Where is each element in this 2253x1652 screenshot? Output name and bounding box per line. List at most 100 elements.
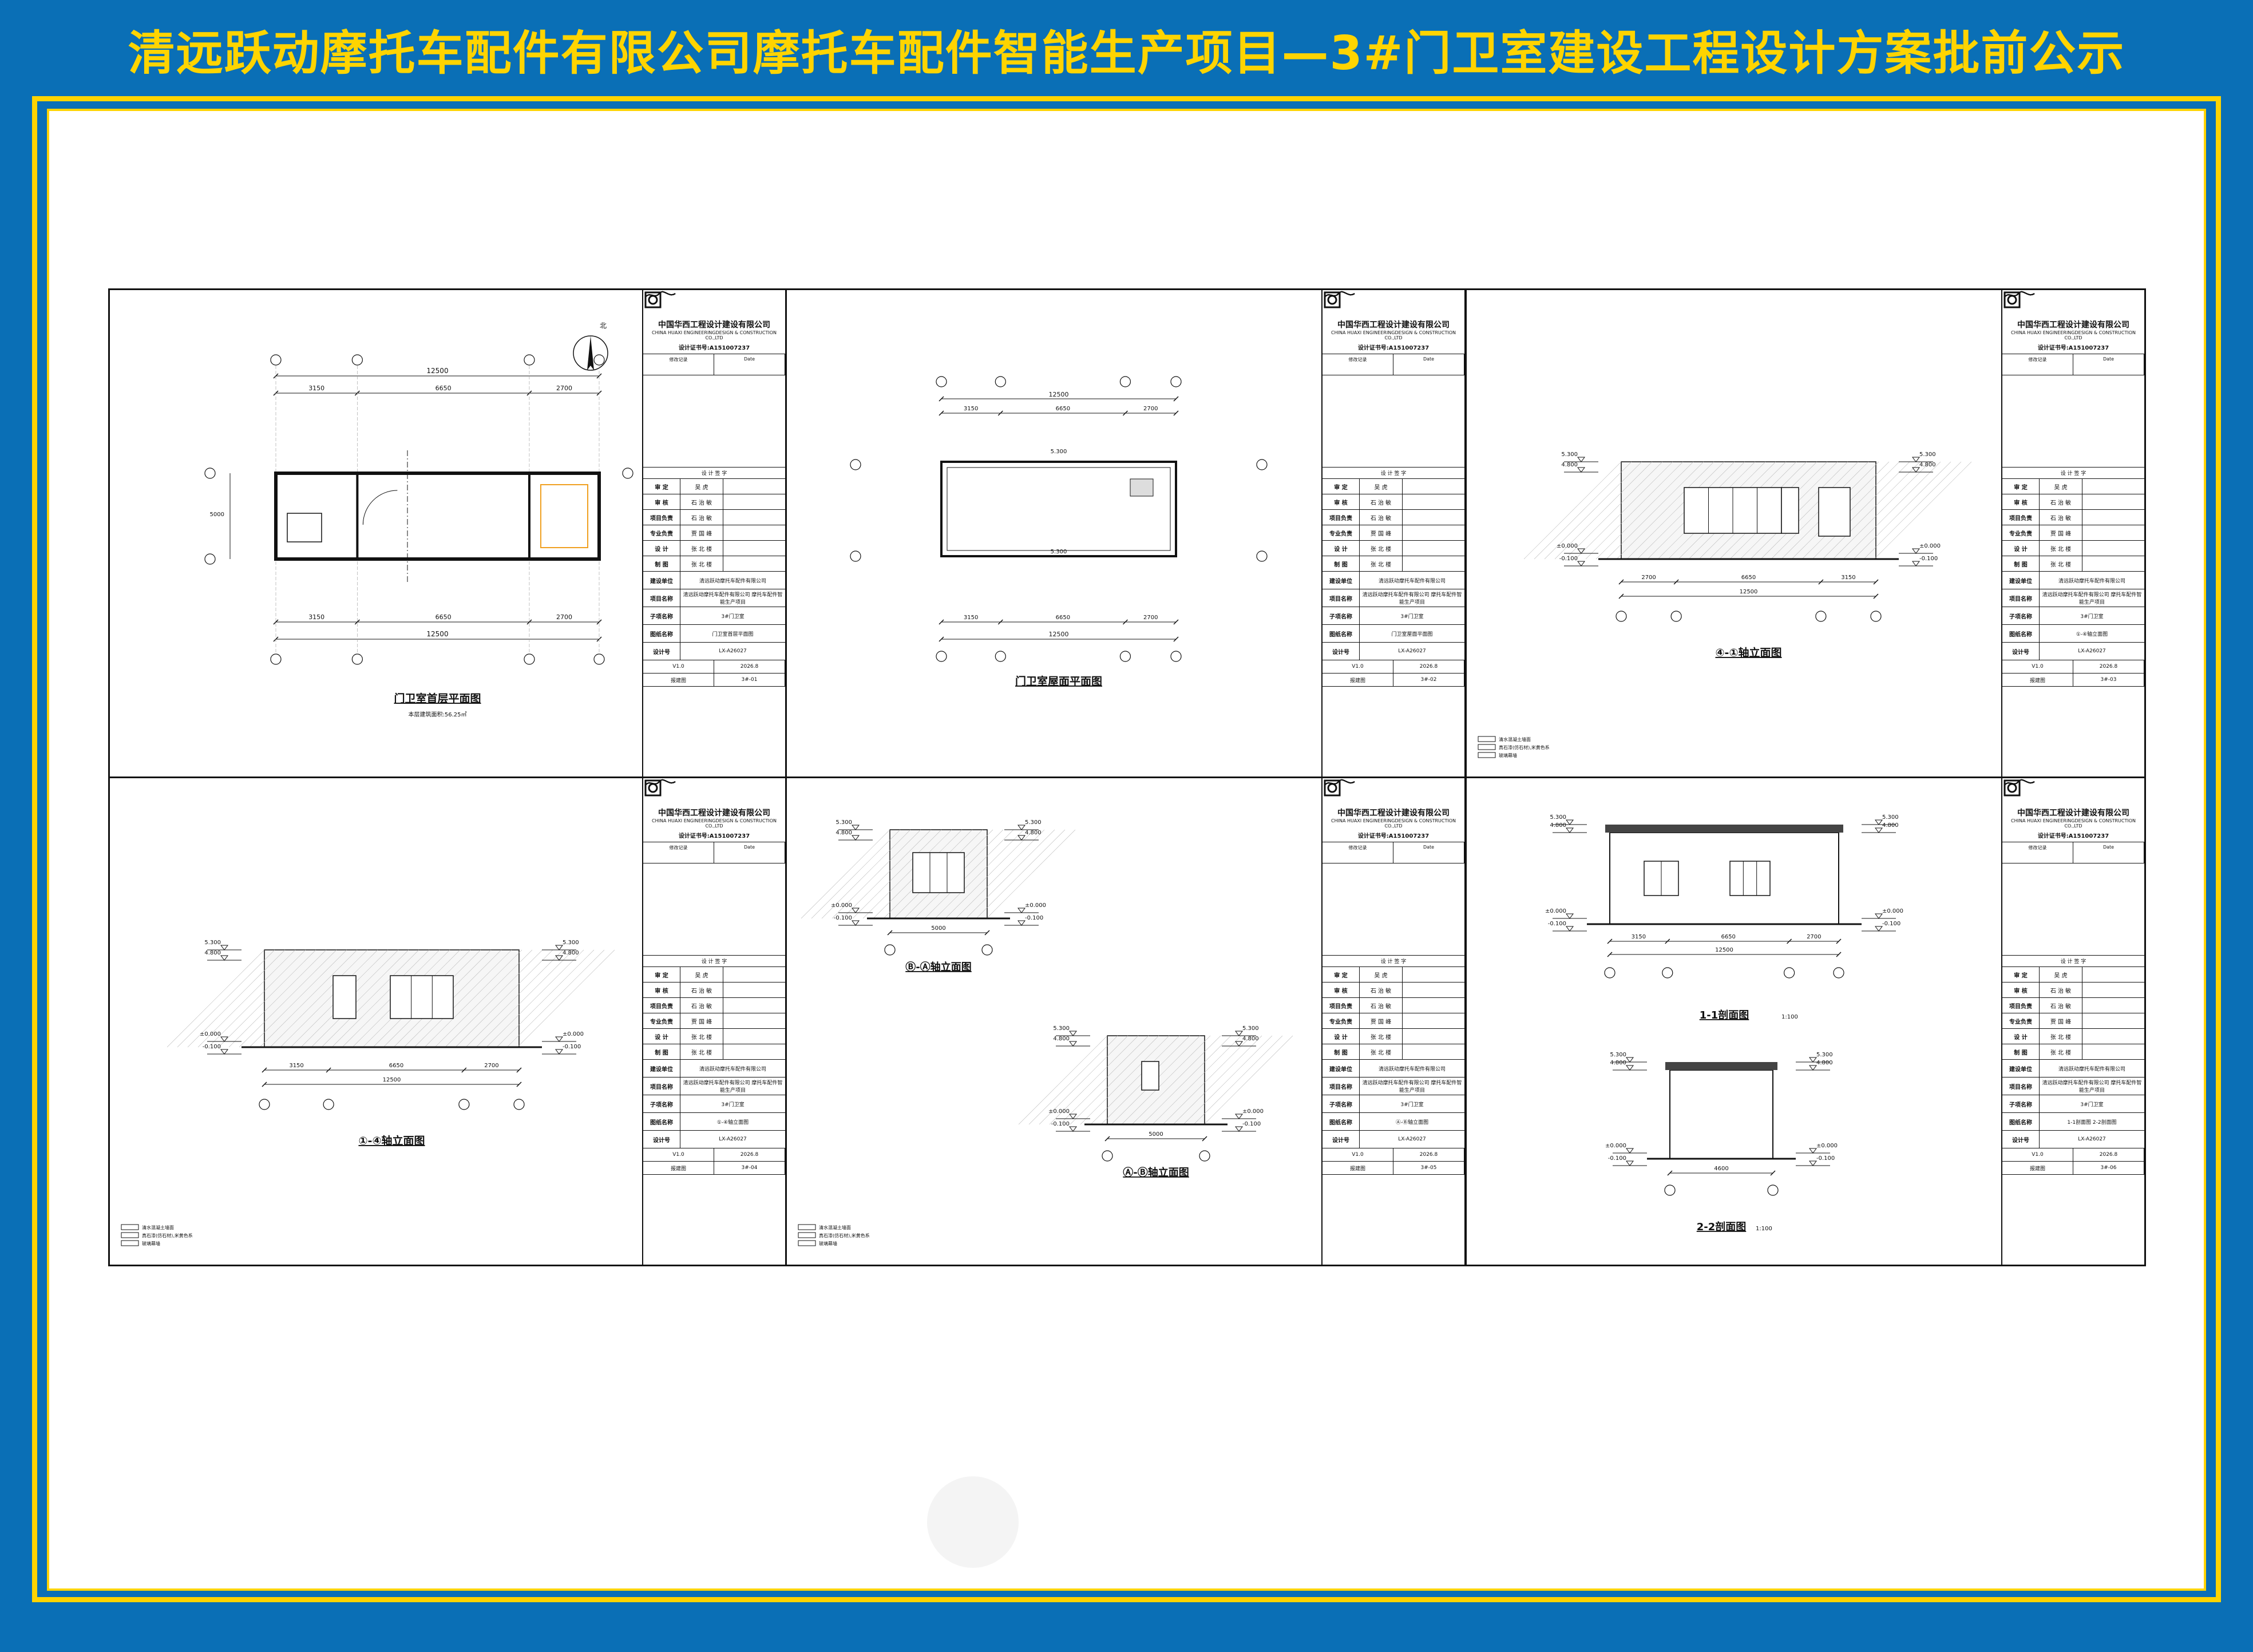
- info-label: 建设单位: [643, 1060, 680, 1077]
- level-label: 4.800: [1610, 1060, 1626, 1066]
- legend-label: 清水混凝土墙面: [1499, 736, 1531, 742]
- dimension-tick: [461, 1067, 467, 1073]
- axis-bubble: [259, 1099, 270, 1110]
- facade-hatch: [801, 829, 1076, 919]
- window: [390, 975, 454, 1019]
- drawing-number: 3#-02: [1393, 674, 1464, 686]
- level-marker-icon: [1626, 1057, 1634, 1063]
- level-label: ±0.000: [831, 902, 852, 909]
- info-row: 项目名称清远跃动摩托车配件有限公司 摩托车配件智能生产项目: [643, 589, 785, 607]
- signature-header: 设 计 签 字: [1323, 956, 1464, 967]
- project-no: LX-A26027: [719, 1136, 747, 1142]
- phase: 报建图: [643, 1162, 714, 1174]
- axis-bubble: [524, 653, 535, 665]
- phase: 报建图: [2002, 1162, 2073, 1174]
- company-name: 中国华西工程设计建设有限公司: [2017, 809, 2129, 818]
- signature-row: 设 计张 北 楼: [1323, 779, 1464, 1044]
- dimension-tick: [1607, 952, 1613, 957]
- info-value: 清远跃动摩托车配件有限公司 摩托车配件智能生产项目: [683, 1080, 783, 1094]
- axis-bubble: [622, 468, 633, 479]
- signature-name: 贾 国 峰: [1360, 1013, 1403, 1028]
- sheet-name: 1-1剖面图 2-2剖面图: [2067, 1119, 2117, 1126]
- legend-label: 真石漆(仿石材),米黄色系: [1499, 744, 1550, 750]
- signature-name: 张 北 楼: [2040, 1029, 2082, 1044]
- level-marker-icon: [220, 1049, 228, 1055]
- dimension-label: 3150: [1632, 934, 1646, 940]
- level-marker-icon: [1577, 561, 1585, 566]
- phase: 报建图: [2002, 674, 2073, 686]
- signature-name: 张 北 楼: [1360, 1044, 1403, 1059]
- door: [1818, 487, 1851, 537]
- legend-swatch: [798, 1232, 816, 1238]
- drawing-canvas: 5.3004.800±0.000-0.1005.3004.800±0.000-0…: [121, 940, 615, 1246]
- signature-name: 石 治 敏: [2040, 983, 2082, 997]
- signature-row: 专业负责贾 国 峰: [2002, 779, 2144, 1029]
- axis-bubble: [1767, 1184, 1779, 1196]
- legend-label: 真石漆(仿石材),米黄色系: [819, 1233, 870, 1238]
- company-name: 中国华西工程设计建设有限公司: [658, 809, 770, 818]
- level-label: 4.800: [1561, 462, 1578, 468]
- drawing-caption: 2-2剖面图: [1697, 1221, 1747, 1233]
- axis-bubble: [1170, 651, 1182, 662]
- drawing-canvas: 5.3004.800±0.000-0.1005.3004.800±0.000-0…: [1545, 814, 1903, 1233]
- window: [1729, 861, 1771, 896]
- issue-date: 2026.8: [2073, 1148, 2144, 1161]
- info-label: 项目名称: [643, 589, 680, 607]
- info-label: 项目名称: [2002, 589, 2040, 607]
- level-marker-icon: [1875, 913, 1883, 919]
- drawing-number: 3#-04: [714, 1162, 785, 1174]
- license-number: 设计证书号:A151007237: [1357, 345, 1430, 351]
- project-no-label: 设计号: [2002, 643, 2040, 660]
- signature-role: 制 图: [2002, 1044, 2040, 1059]
- signature-role: 专业负责: [1323, 1013, 1360, 1028]
- level-marker-icon: [1577, 457, 1585, 462]
- signature-row: 设 计张 北 楼: [2002, 779, 2144, 1044]
- signature-name: 吴 虎: [680, 967, 723, 982]
- phase: 报建图: [1323, 674, 1393, 686]
- signature-name: 张 北 楼: [1360, 1029, 1403, 1044]
- info-row: 建设单位清远跃动摩托车配件有限公司: [1323, 572, 1464, 589]
- window: [1684, 487, 1782, 534]
- info-row: 建设单位清远跃动摩托车配件有限公司: [643, 1060, 785, 1077]
- signature-name: 吴 虎: [1360, 479, 1403, 494]
- dimension-label: 5000: [931, 925, 945, 932]
- legend-swatch: [1478, 744, 1496, 750]
- signature-name: 石 治 敏: [1360, 983, 1403, 997]
- project-no: LX-A26027: [1398, 1136, 1426, 1142]
- signature-name: 石 治 敏: [2040, 510, 2082, 525]
- dimension-tick: [262, 1067, 267, 1073]
- level-marker-icon: [555, 945, 563, 950]
- revision-col-date: Date: [1393, 842, 1464, 863]
- level-marker-icon: [852, 908, 860, 913]
- signature-name: 石 治 敏: [2040, 998, 2082, 1013]
- drawing-caption: 1-1剖面图: [1700, 1009, 1749, 1021]
- info-label: 子项名称: [643, 607, 680, 624]
- signature-name: 张 北 楼: [2040, 556, 2082, 571]
- drawing-canvas: 5.3004.800±0.000-0.1005.3004.800±0.000-0…: [798, 819, 1293, 1246]
- info-value: 3#门卫室: [721, 613, 745, 620]
- signature-role: 审 定: [1323, 479, 1360, 494]
- roof-slab: [1605, 825, 1843, 833]
- level-label: 5.300: [204, 940, 221, 946]
- drawing-caption: Ⓐ-Ⓑ轴立面图: [1123, 1166, 1189, 1179]
- axis-bubble: [513, 1099, 525, 1110]
- info-label: 建设单位: [2002, 1060, 2040, 1077]
- license-number: 设计证书号:A151007237: [678, 833, 750, 839]
- revision-col-date: Date: [714, 842, 785, 863]
- drawing-number: 3#-03: [2073, 674, 2144, 686]
- signature-role: 专业负责: [2002, 525, 2040, 540]
- drawing-caption: Ⓑ-Ⓐ轴立面图: [905, 961, 971, 973]
- info-label: 建设单位: [1323, 572, 1360, 589]
